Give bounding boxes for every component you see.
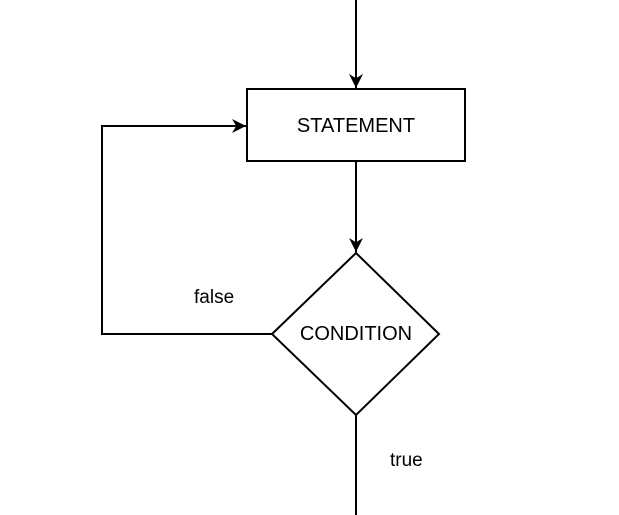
true-label: true xyxy=(390,450,423,471)
statement-label: STATEMENT xyxy=(297,115,415,137)
false-label: false xyxy=(194,287,234,308)
condition-node: CONDITION xyxy=(270,251,441,417)
false-loop-arrow xyxy=(101,119,272,335)
condition-label: CONDITION xyxy=(300,323,412,345)
statement-node: STATEMENT xyxy=(246,88,466,162)
